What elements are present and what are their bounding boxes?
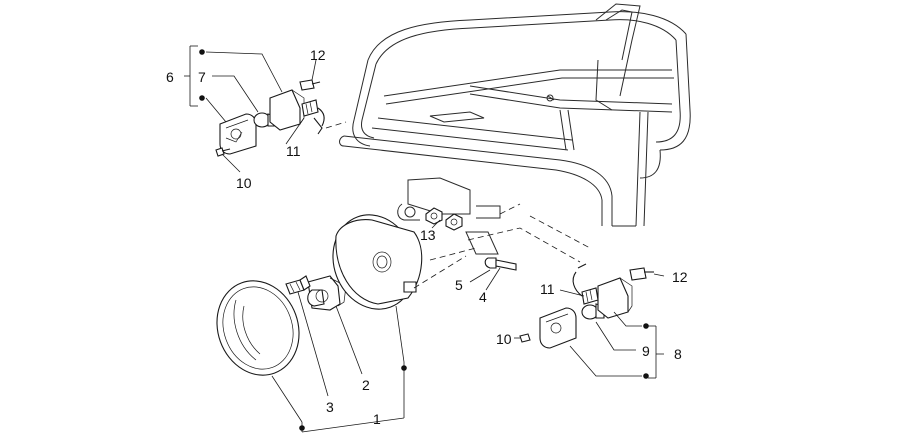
callout-12-bottom: 12	[672, 269, 688, 285]
callout-5: 5	[455, 277, 463, 293]
headlight-rim	[216, 280, 300, 376]
front-luggage-rack	[339, 3, 691, 255]
left-turn-signal-lens	[219, 113, 257, 155]
right-turn-signal-lens	[539, 307, 577, 349]
right-turn-signal-screw	[519, 333, 531, 343]
callout-13: 13	[420, 227, 436, 243]
callout-9: 9	[642, 343, 650, 359]
callout-2: 2	[362, 377, 370, 393]
callout-1: 1	[373, 411, 381, 427]
headlight-bulb	[307, 275, 347, 311]
assembly-alignment-lines	[325, 121, 591, 289]
callout-4: 4	[479, 289, 487, 305]
callout-numbers: 1 2 3 4 5 6 7 8 9 10 10 11 11 12 12 13	[166, 47, 688, 427]
headlight-shell	[332, 214, 423, 310]
callout-11-bottom: 11	[540, 281, 555, 297]
callout-3: 3	[326, 399, 334, 415]
right-turn-signal-housing	[572, 263, 633, 319]
headlight-mount-bolt	[484, 257, 517, 271]
bracket-dots	[199, 49, 649, 431]
callout-8: 8	[674, 346, 682, 362]
left-turn-signal-housing	[269, 89, 325, 135]
callout-10-bottom: 10	[496, 331, 512, 347]
left-turn-signal-nut	[299, 79, 321, 91]
callout-leader-lines	[184, 45, 665, 433]
mount-nuts	[425, 207, 463, 231]
callout-6: 6	[166, 69, 174, 85]
right-turn-signal-bolt	[629, 267, 654, 281]
callout-10-top: 10	[236, 175, 252, 191]
callout-11-top: 11	[286, 143, 301, 159]
parking-lamp-bulb	[285, 275, 311, 295]
callout-7: 7	[198, 69, 206, 85]
callout-12-top: 12	[310, 47, 326, 63]
